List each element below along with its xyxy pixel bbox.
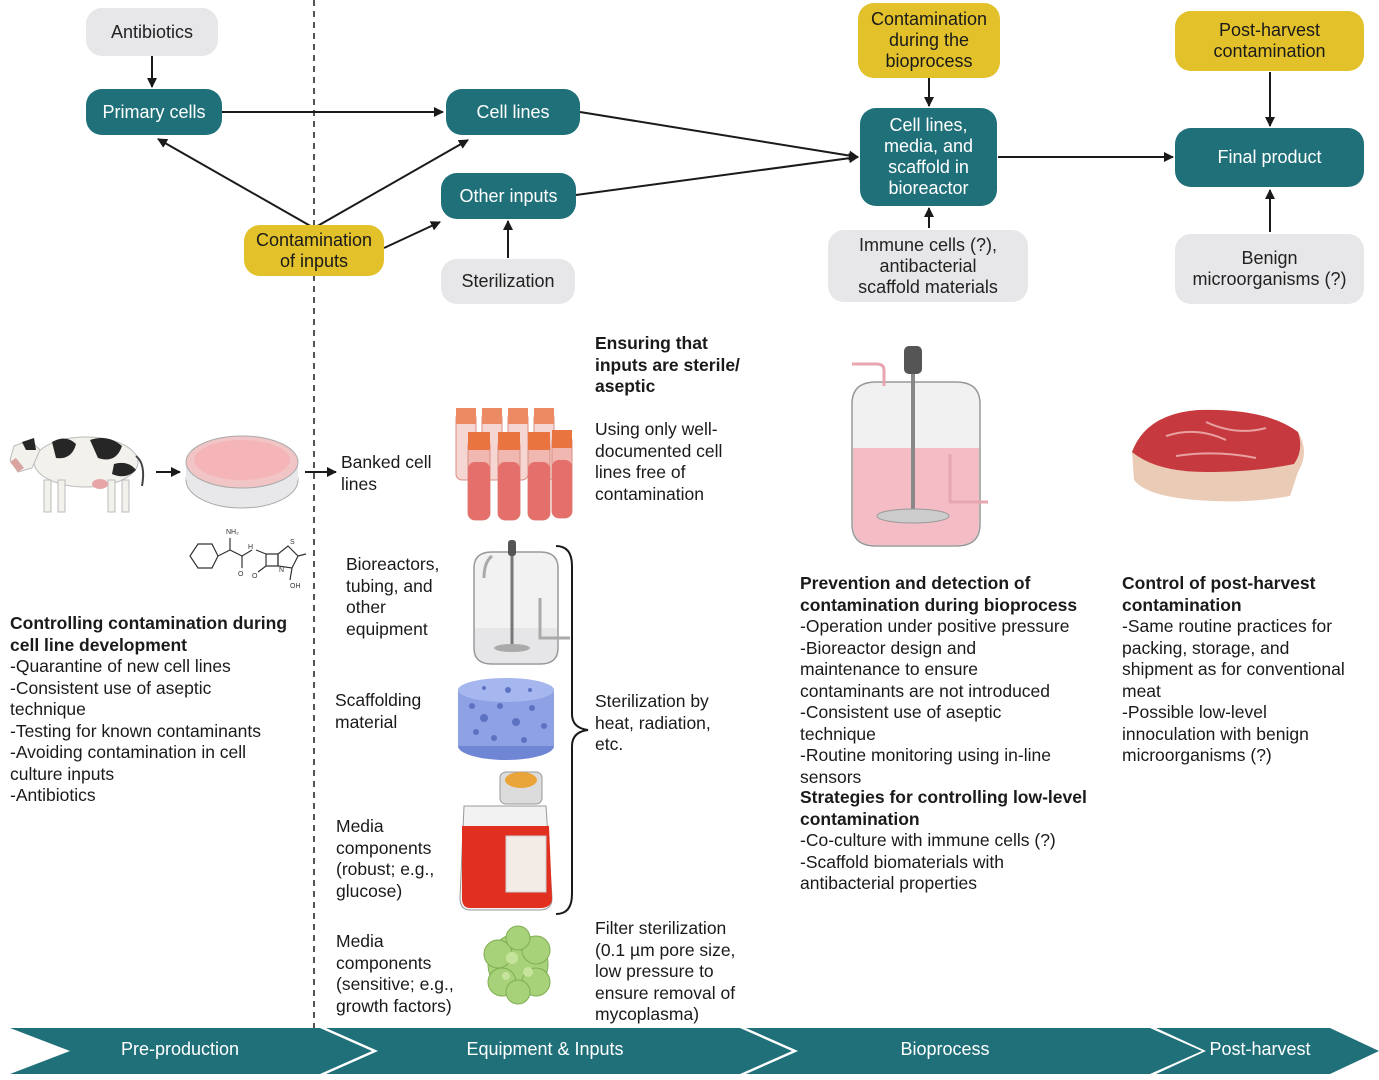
molecule-o2: O bbox=[252, 573, 258, 580]
large-bioreactor-icon bbox=[851, 346, 988, 547]
media-sensitive-label: Media components (sensitive; e.g., growt… bbox=[336, 931, 454, 1016]
petri-dish-icon bbox=[185, 435, 299, 509]
bioprocess-items-1: -Operation under positive pressure -Bior… bbox=[800, 616, 1070, 787]
preproduction-items: -Quarantine of new cell lines -Consisten… bbox=[10, 656, 261, 805]
bioreactor-icon bbox=[473, 540, 570, 665]
molecule-nh2: NH₂ bbox=[226, 529, 239, 536]
cell-vials-icon bbox=[455, 408, 573, 521]
other-inputs-node: Other inputs bbox=[441, 173, 576, 219]
ensuring-text: Using only well- documented cell lines f… bbox=[595, 419, 723, 504]
contamination-inputs-node: Contamination of inputs bbox=[244, 225, 384, 276]
arrow-contam-primary bbox=[157, 138, 315, 229]
bioprocess-heading-1: Prevention and detection of contaminatio… bbox=[800, 573, 1078, 615]
ampicillin-molecule-icon: NH₂ H S N O O OH bbox=[189, 529, 307, 590]
preproduction-heading: Controlling contamination during cell li… bbox=[10, 613, 288, 655]
cell-lines-node: Cell lines bbox=[446, 89, 580, 135]
antibiotics-node: Antibiotics bbox=[86, 8, 218, 56]
molecule-n: N bbox=[279, 567, 284, 574]
immune-cells-node: Immune cells (?), antibacterial scaffold… bbox=[828, 230, 1028, 302]
molecule-s: S bbox=[290, 539, 295, 546]
primary-cells-node: Primary cells bbox=[86, 89, 222, 135]
contamination-bioprocess-node: Contamination during the bioprocess bbox=[858, 3, 1000, 78]
bioprocess-heading-2: Strategies for controlling low-level con… bbox=[800, 787, 1087, 829]
final-product-node: Final product bbox=[1175, 128, 1364, 187]
stage-banner bbox=[10, 1028, 1379, 1074]
arrow-contam-otherinputs bbox=[383, 221, 441, 249]
stage-arrow-postharvest bbox=[1156, 1028, 1379, 1074]
bioreactor-node: Cell lines, media, and scaffold in biore… bbox=[860, 108, 997, 206]
sterilization-node: Sterilization bbox=[441, 259, 575, 304]
stage-label-equipment: Equipment & Inputs bbox=[466, 1039, 624, 1059]
bioprocess-items-2: -Co-culture with immune cells (?) -Scaff… bbox=[800, 830, 1056, 893]
media-robust-label: Media components (robust; e.g., glucose) bbox=[336, 816, 435, 901]
molecule-o1: O bbox=[238, 571, 244, 578]
bioreactors-label: Bioreactors, tubing, and other equipment bbox=[346, 554, 440, 639]
stage-arrow-equipment bbox=[326, 1028, 792, 1074]
filter-sterilization-label: Filter sterilization (0.1 µm pore size, … bbox=[595, 918, 736, 1024]
postharvest-items: -Same routine practices for packing, sto… bbox=[1122, 616, 1345, 765]
sterilization-bracket bbox=[555, 545, 589, 915]
cow-icon bbox=[9, 436, 145, 513]
banked-cell-lines-label: Banked cell lines bbox=[341, 452, 432, 494]
molecule-h: H bbox=[248, 544, 253, 551]
sterilization-heat-label: Sterilization by heat, radiation, etc. bbox=[595, 691, 711, 754]
post-harvest-contamination-node: Post-harvest contamination bbox=[1175, 11, 1364, 71]
steak-icon bbox=[1132, 409, 1304, 502]
stage-arrow-bioprocess bbox=[746, 1028, 1202, 1074]
ensuring-heading: Ensuring that inputs are sterile/ asepti… bbox=[595, 333, 740, 396]
scaffold-icon bbox=[458, 678, 554, 760]
stage-label-bioprocess: Bioprocess bbox=[900, 1039, 990, 1059]
growth-factor-icon bbox=[483, 925, 551, 1005]
stage-arrow-preproduction bbox=[10, 1028, 372, 1074]
scaffolding-label: Scaffolding material bbox=[335, 690, 422, 732]
arrow-celllines-bioreactor bbox=[579, 111, 859, 161]
arrow-otherinputs-bioreactor bbox=[575, 153, 859, 196]
stage-label-postharvest: Post-harvest bbox=[1209, 1039, 1311, 1059]
molecule-oh: OH bbox=[290, 583, 301, 590]
media-flask-icon bbox=[459, 771, 553, 911]
postharvest-heading: Control of post-harvest contamination bbox=[1122, 573, 1316, 615]
benign-microorganisms-node: Benign microorganisms (?) bbox=[1175, 234, 1364, 304]
arrow-contam-celllines bbox=[313, 139, 469, 229]
stage-label-preproduction: Pre-production bbox=[120, 1039, 240, 1059]
